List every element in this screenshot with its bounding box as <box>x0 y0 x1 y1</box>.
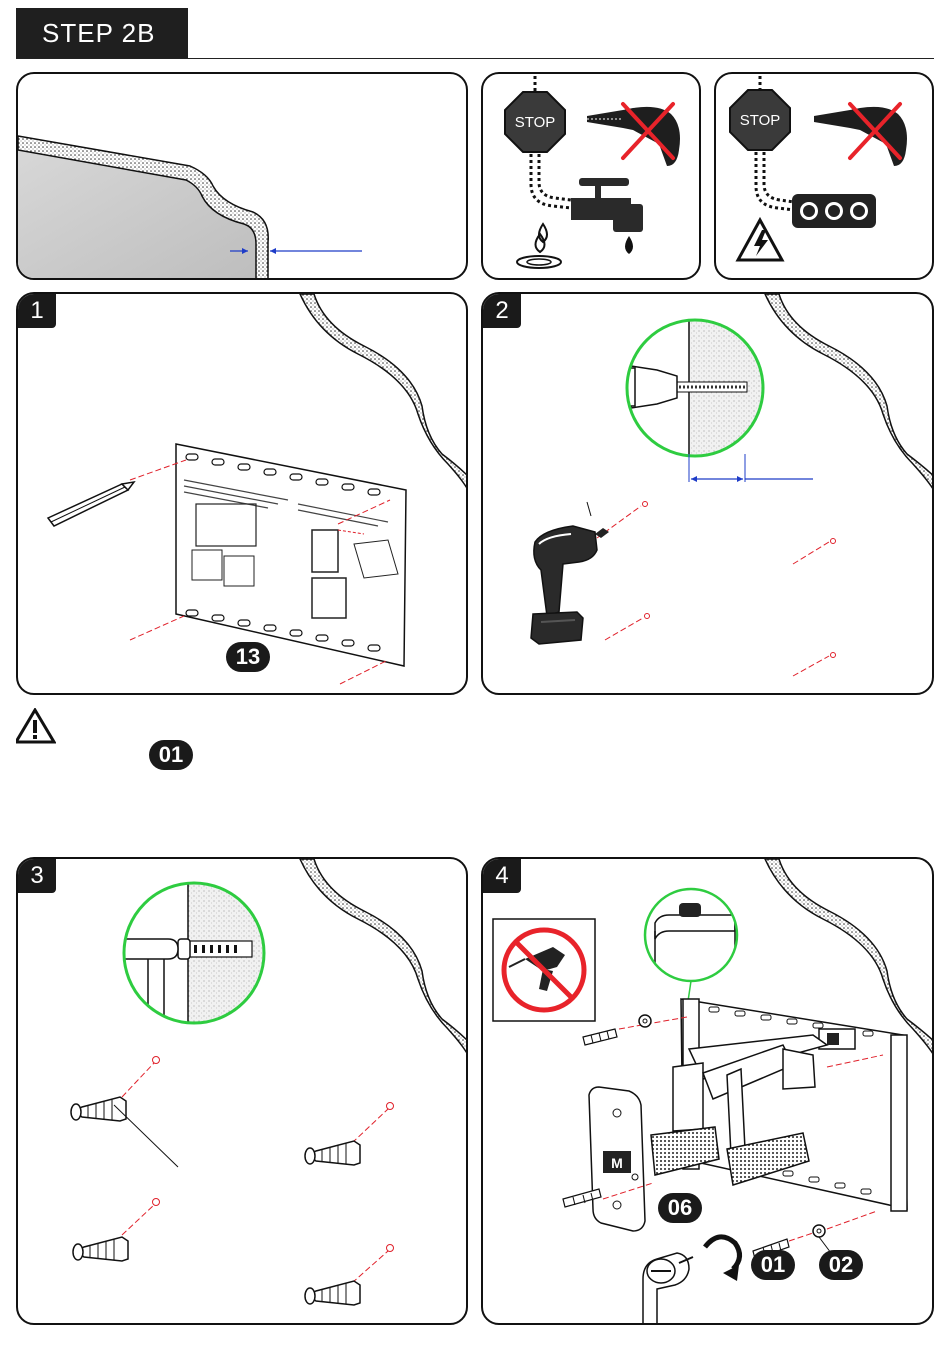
part-badge-13: 13 <box>226 642 270 672</box>
stop-sign-label: STOP <box>515 114 556 131</box>
anchor-insert-illustration <box>18 859 468 1325</box>
water-pipe-illustration: STOP <box>483 74 701 280</box>
wall-cross-section-illustration <box>18 74 468 280</box>
step-2-panel: 2 <box>481 292 934 695</box>
socket-wrench-icon <box>643 1253 693 1325</box>
wall-plate <box>681 999 907 1211</box>
wall-edge <box>300 859 468 1059</box>
stop-sign-label: STOP <box>740 112 781 129</box>
step-1-panel: 1 13 <box>16 292 468 695</box>
wall-anchor-icon <box>305 1281 360 1305</box>
drilling-template-sheet <box>176 444 406 666</box>
step-title: STEP 2B <box>16 8 188 58</box>
wall-thickness-panel <box>16 72 468 280</box>
step-3-panel: 3 <box>16 857 468 1325</box>
drill-depth-magnifier <box>623 314 779 464</box>
step-number: 2 <box>483 294 521 328</box>
water-pipe-warning-panel: STOP <box>481 72 701 280</box>
part-badge-02: 02 <box>819 1250 863 1280</box>
step-number: 3 <box>18 859 56 893</box>
electrical-warning-panel: STOP <box>714 72 934 280</box>
warning-triangle-icon <box>16 708 56 744</box>
step-number: 1 <box>18 294 56 328</box>
outlet-strip-icon <box>792 194 876 228</box>
power-drill-icon <box>531 502 609 644</box>
wall-edge <box>765 294 934 494</box>
rotate-clockwise-icon <box>705 1237 740 1281</box>
washer-icon <box>813 1225 825 1237</box>
electrical-illustration: STOP <box>716 74 934 280</box>
no-impact-drill-box <box>493 919 595 1021</box>
svg-text:M: M <box>611 1155 623 1171</box>
lag-bolt-icon <box>583 1029 617 1045</box>
high-voltage-icon <box>738 220 782 260</box>
washer-icon <box>639 1015 651 1027</box>
part-badge-06: 06 <box>658 1193 702 1223</box>
pencil-icon <box>48 482 134 526</box>
step-number: 4 <box>483 859 521 893</box>
part-badge-01: 01 <box>149 740 193 770</box>
mount-attach-illustration: M <box>483 859 934 1325</box>
wall-anchor-icon <box>305 1141 360 1165</box>
template-marking-illustration <box>18 294 468 695</box>
drilling-illustration <box>483 294 934 695</box>
wall-edge <box>300 294 468 494</box>
part-badge-01: 01 <box>751 1250 795 1280</box>
step-4-panel: M <box>481 857 934 1325</box>
brand-logo-icon: M <box>603 1151 631 1173</box>
header-divider <box>16 58 934 59</box>
wall-anchor-icon <box>73 1237 128 1261</box>
faucet-icon <box>571 178 643 232</box>
